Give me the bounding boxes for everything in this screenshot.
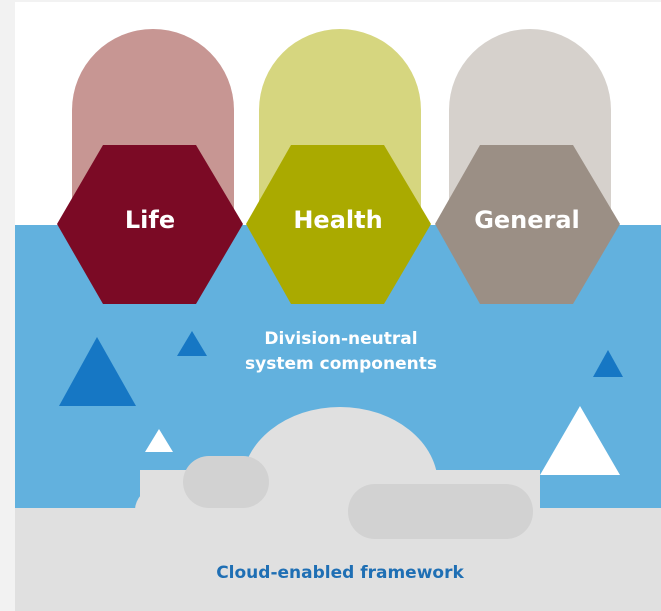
system-components-label: Division-neutral system components xyxy=(211,327,471,377)
division-label-life: Life xyxy=(124,206,176,234)
cloud-pill-right xyxy=(348,484,533,539)
framework-label: Cloud-enabled framework xyxy=(216,563,464,583)
triangle-small-mid xyxy=(177,331,207,356)
triangle-white-right xyxy=(540,406,620,475)
system-components-line-1: Division-neutral xyxy=(264,329,418,349)
hexagon-life xyxy=(57,145,243,304)
triangle-small-right xyxy=(593,350,623,377)
triangle-large-left xyxy=(59,337,136,406)
division-label-health: Health xyxy=(293,206,383,234)
system-components-line-2: system components xyxy=(245,354,437,374)
cloud-pill-left xyxy=(183,456,269,508)
hexagon-health xyxy=(246,145,431,304)
triangle-white-left xyxy=(145,429,173,452)
hexagon-general xyxy=(435,145,620,304)
division-label-general: General xyxy=(474,206,580,234)
